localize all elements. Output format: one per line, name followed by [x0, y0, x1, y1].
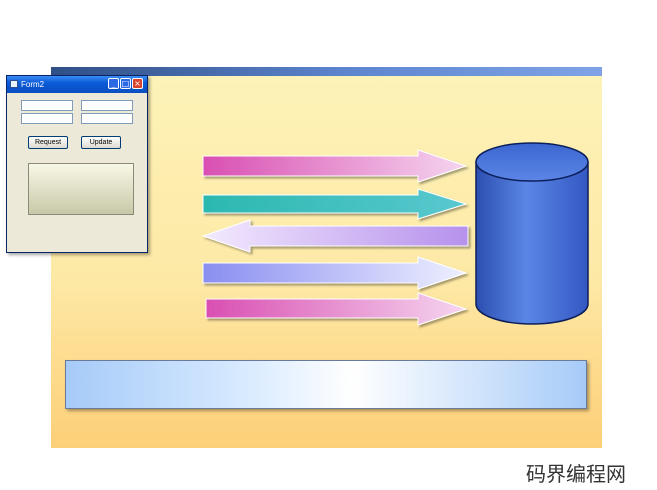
text-field-1[interactable]	[21, 100, 73, 111]
window-titlebar: Form2 _ □ ×	[7, 76, 147, 93]
arrow-right-pink-2	[205, 292, 468, 326]
request-button[interactable]: Request	[28, 136, 68, 149]
arrow-right-pink-1	[202, 149, 468, 183]
window-title: Form2	[21, 80, 45, 89]
watermark-text: 码界编程网	[526, 462, 626, 486]
update-button[interactable]: Update	[81, 136, 121, 149]
cylinder-top	[475, 142, 589, 182]
minimize-icon[interactable]: _	[108, 78, 119, 89]
cylinder-body	[475, 161, 589, 325]
slide-top-bar	[51, 67, 602, 76]
arrow-right-blue	[202, 256, 468, 290]
close-icon[interactable]: ×	[132, 78, 143, 89]
description-box	[65, 360, 587, 409]
text-field-4[interactable]	[81, 113, 133, 124]
output-area	[28, 163, 134, 215]
arrow-left-lavender	[201, 219, 469, 253]
form2-window: Form2 _ □ × Request Update	[6, 75, 148, 253]
app-icon	[10, 80, 18, 88]
text-field-2[interactable]	[81, 100, 133, 111]
maximize-icon[interactable]: □	[120, 78, 131, 89]
arrow-right-teal	[202, 188, 468, 220]
text-field-3[interactable]	[21, 113, 73, 124]
